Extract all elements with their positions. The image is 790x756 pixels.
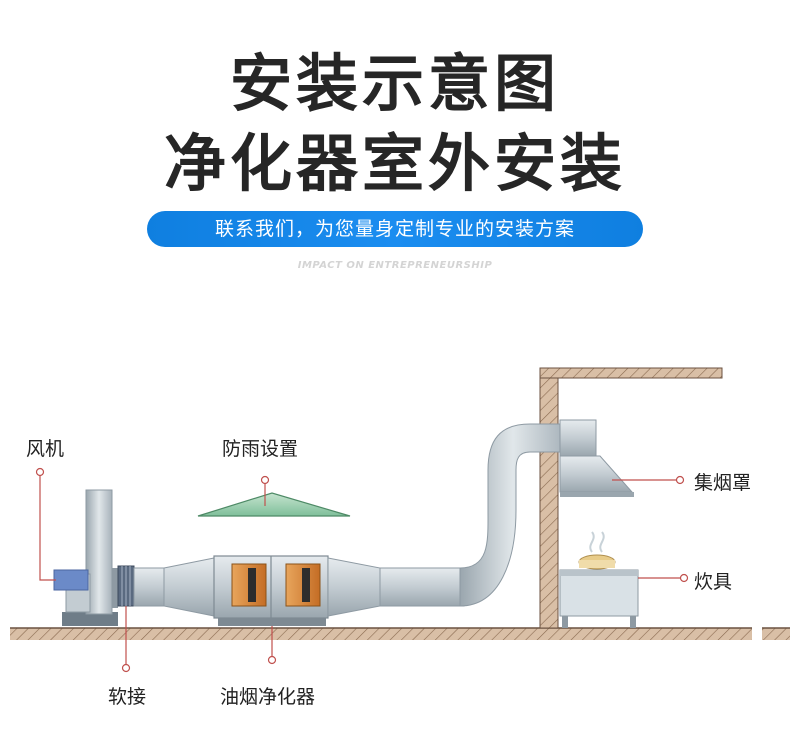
fan-unit	[53, 489, 118, 626]
label-soft-joint: 软接	[108, 686, 147, 708]
duct-right	[327, 419, 597, 617]
label-hood: 集烟罩	[694, 472, 752, 494]
stove	[559, 531, 639, 628]
label-purifier: 油烟净化器	[220, 686, 316, 708]
purifier-unit	[213, 555, 329, 626]
title-line-2: 净化器室外安装	[163, 127, 626, 200]
duct-left	[133, 557, 215, 617]
smoke-hood	[559, 455, 634, 497]
contact-banner[interactable]: 联系我们，为您量身定制专业的安装方案	[147, 211, 643, 247]
rain-cover	[197, 492, 351, 517]
soft-joint	[117, 565, 135, 607]
watermark-text: IMPACT ON ENTREPRENEURSHIP	[297, 260, 493, 271]
ground	[10, 627, 790, 640]
label-rain-cover: 防雨设置	[222, 438, 299, 460]
callout-lines	[35, 467, 689, 673]
title-line-1: 安装示意图	[229, 47, 560, 120]
label-fan: 风机	[26, 438, 65, 460]
label-stove: 炊具	[694, 571, 733, 593]
